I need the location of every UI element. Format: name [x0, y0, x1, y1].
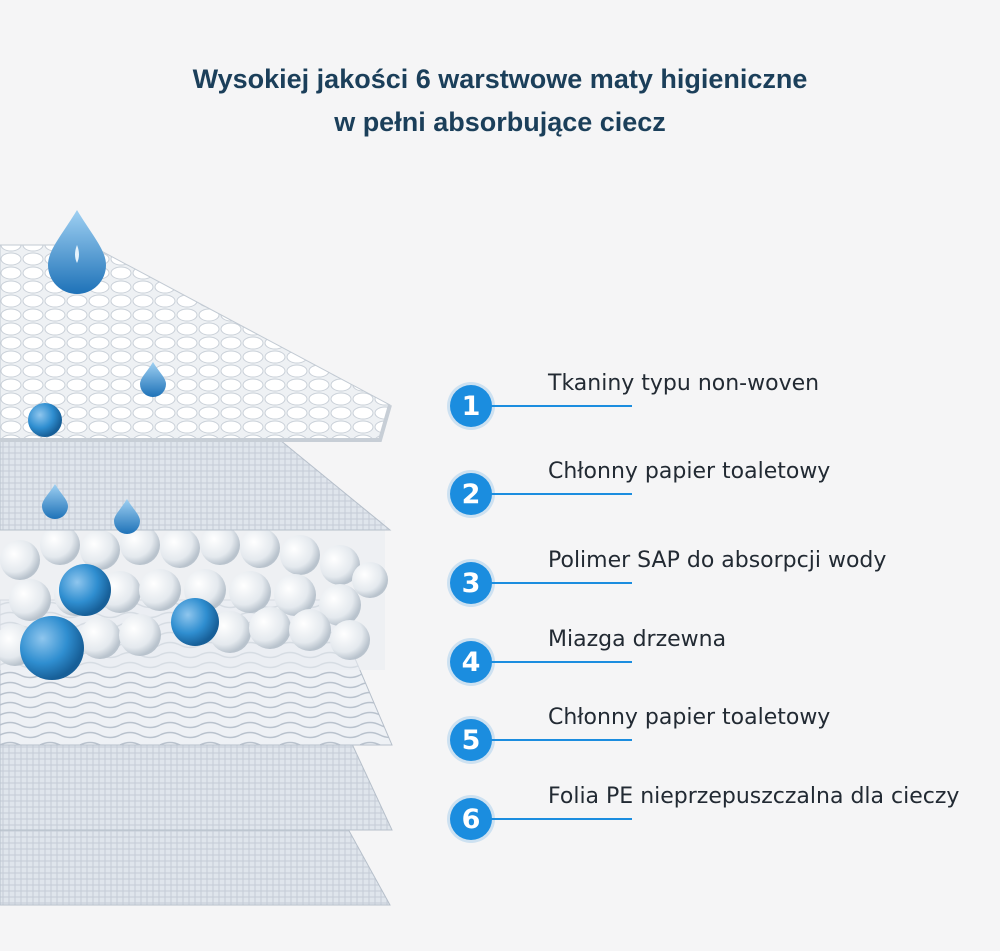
legend-item-3: 3 Polimer SAP do absorpcji wody — [450, 548, 1000, 622]
connector-line — [490, 739, 632, 741]
layer-label: Chłonny papier toaletowy — [548, 705, 831, 730]
title-line-1: Wysokiej jakości 6 warstwowe maty higien… — [192, 64, 808, 94]
layered-pad-illustration — [0, 210, 393, 906]
title-line-2: w pełni absorbujące ciecz — [334, 107, 666, 137]
layer-number-badge: 4 — [450, 641, 492, 683]
layer-number-badge: 5 — [450, 719, 492, 761]
layer-number-badge: 2 — [450, 473, 492, 515]
connector-line — [490, 661, 632, 663]
connector-line — [490, 405, 632, 407]
water-drops — [28, 210, 166, 534]
layer-number-badge: 6 — [450, 798, 492, 840]
connector-line — [490, 818, 632, 820]
connector-line — [490, 493, 632, 495]
layer-label: Folia PE nieprzepuszczalna dla cieczy — [548, 784, 960, 809]
connector-line — [490, 582, 632, 584]
legend-item-5: 5 Chłonny papier toaletowy — [450, 705, 1000, 779]
sap-balls — [0, 520, 388, 680]
layer-number-badge: 1 — [450, 385, 492, 427]
layer-number-badge: 3 — [450, 562, 492, 604]
legend-item-1: 1 Tkaniny typu non-woven — [450, 371, 1000, 445]
layer-label: Miazga drzewna — [548, 627, 727, 652]
legend-item-4: 4 Miazga drzewna — [450, 627, 1000, 701]
layer-label: Polimer SAP do absorpcji wody — [548, 548, 887, 573]
legend-item-6: 6 Folia PE nieprzepuszczalna dla cieczy — [450, 784, 1000, 858]
page-title: Wysokiej jakości 6 warstwowe maty higien… — [0, 58, 1000, 144]
layer-label: Chłonny papier toaletowy — [548, 459, 831, 484]
layer-label: Tkaniny typu non-woven — [548, 371, 820, 396]
legend-item-2: 2 Chłonny papier toaletowy — [450, 459, 1000, 533]
